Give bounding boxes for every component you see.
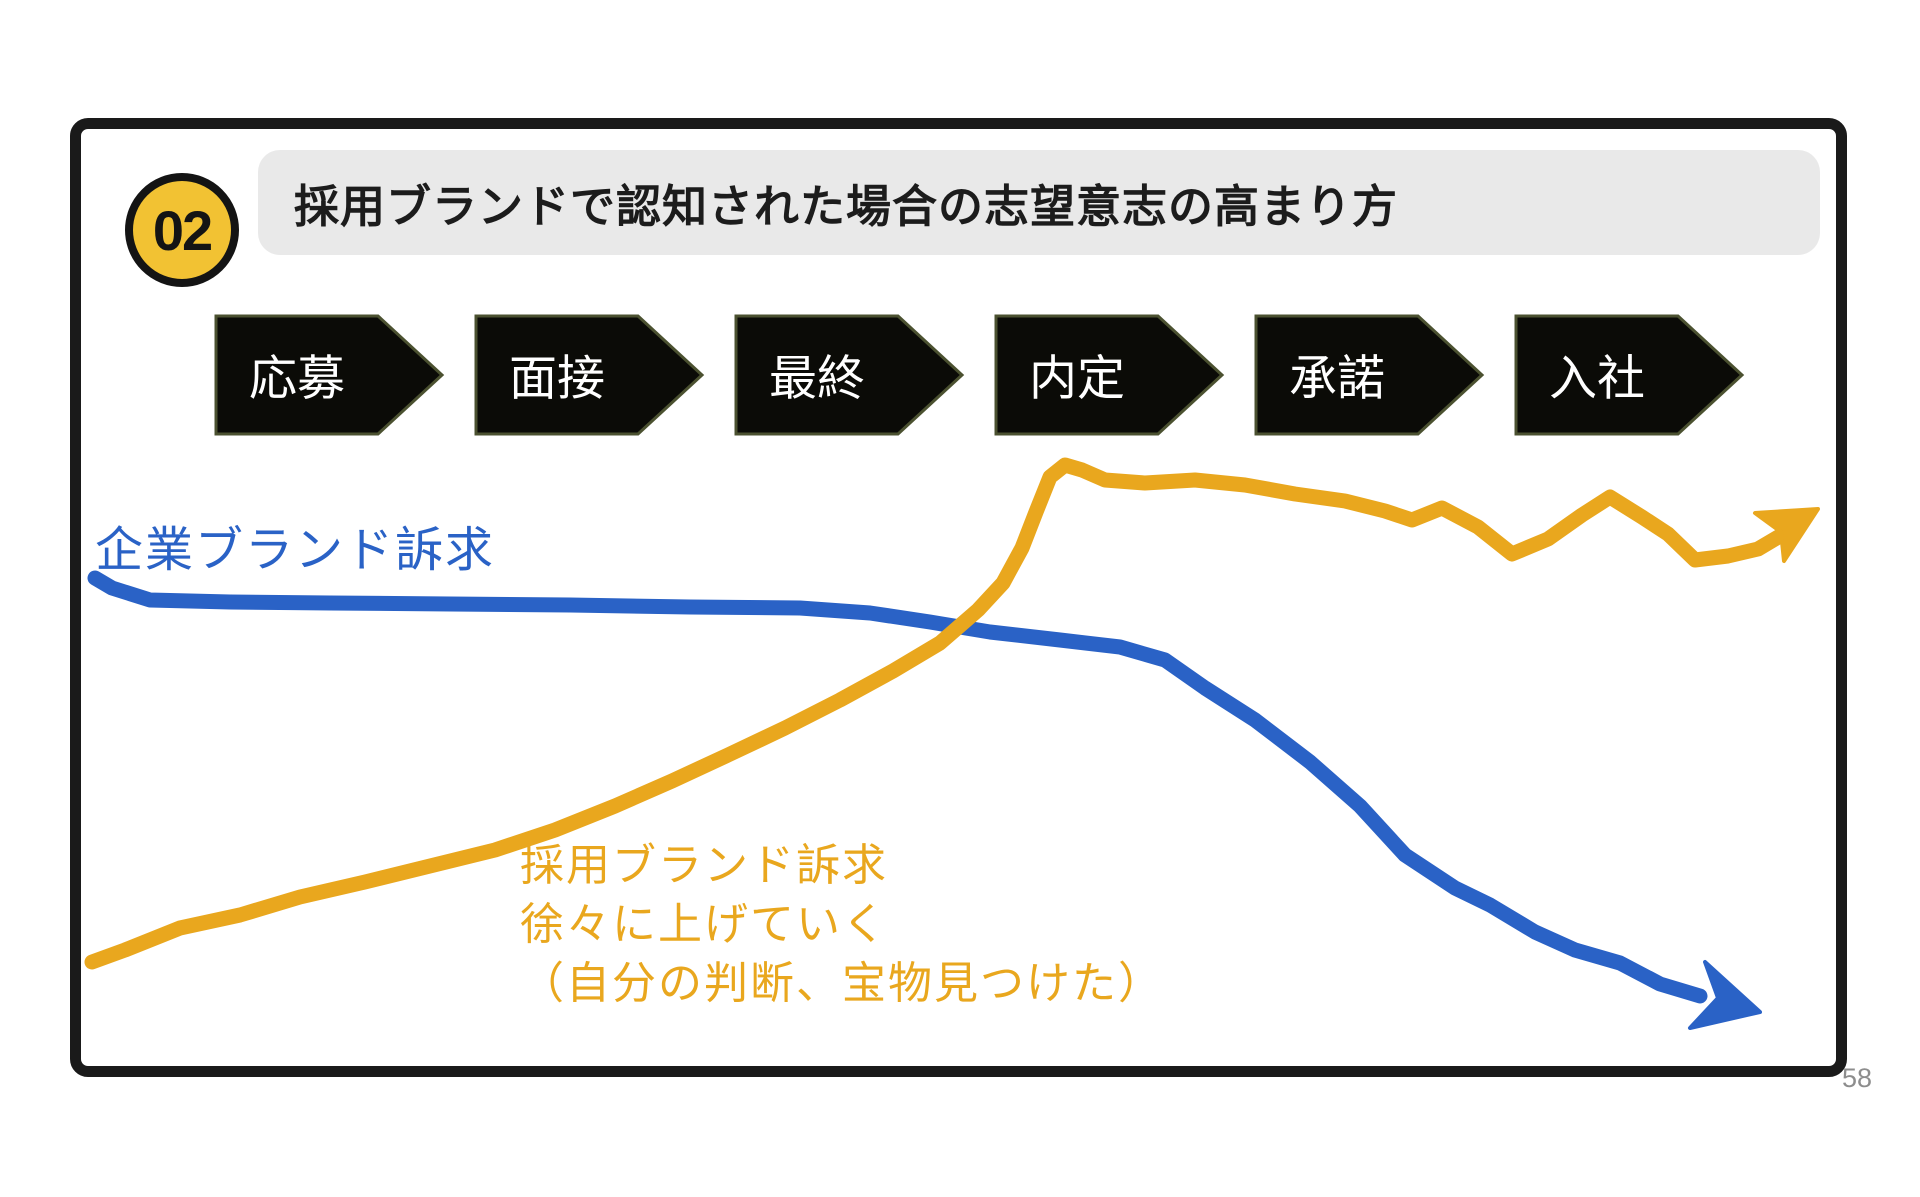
slide-title: 採用ブランドで認知された場合の志望意志の高まり方 [294, 181, 1399, 232]
recruiting-brand-appeal-line2: 徐々に上げていく [520, 900, 888, 949]
step-arrow-acceptance: 承諾 [1254, 314, 1485, 436]
step-arrow-shape [734, 314, 965, 436]
step-label: 最終 [769, 353, 865, 406]
step-arrow-join: 入社 [1514, 314, 1745, 436]
slide-border-frame [70, 118, 1847, 1077]
step-arrow-interview: 面接 [474, 314, 705, 436]
section-number-label: 02 [152, 198, 213, 262]
step-label: 応募 [249, 353, 345, 406]
step-arrow-offer: 内定 [994, 314, 1225, 436]
title-bar: 採用ブランドで認知された場合の志望意志の高まり方 [258, 150, 1820, 255]
step-arrow-final: 最終 [734, 314, 965, 436]
corporate-brand-appeal-label: 企業ブランド訴求 [95, 524, 496, 577]
step-label: 内定 [1029, 353, 1125, 406]
step-arrow-apply: 応募 [214, 314, 445, 436]
step-label: 承諾 [1289, 353, 1385, 406]
recruiting-brand-appeal-line3: （自分の判断、宝物見つけた） [520, 959, 1164, 1008]
page-number: 58 [1842, 1063, 1873, 1093]
step-arrow-shape [214, 314, 445, 436]
recruiting-brand-appeal-label: 採用ブランド訴求 徐々に上げていく （自分の判断、宝物見つけた） [520, 836, 1164, 1013]
step-arrow-shape [994, 314, 1225, 436]
step-arrow-shape [1254, 314, 1485, 436]
step-arrow-shape [1514, 314, 1745, 436]
step-label: 入社 [1549, 353, 1645, 406]
step-label: 面接 [509, 353, 605, 406]
step-arrow-shape [474, 314, 705, 436]
section-number-badge: 02 [125, 173, 239, 287]
recruiting-brand-appeal-line1: 採用ブランド訴求 [520, 841, 888, 890]
